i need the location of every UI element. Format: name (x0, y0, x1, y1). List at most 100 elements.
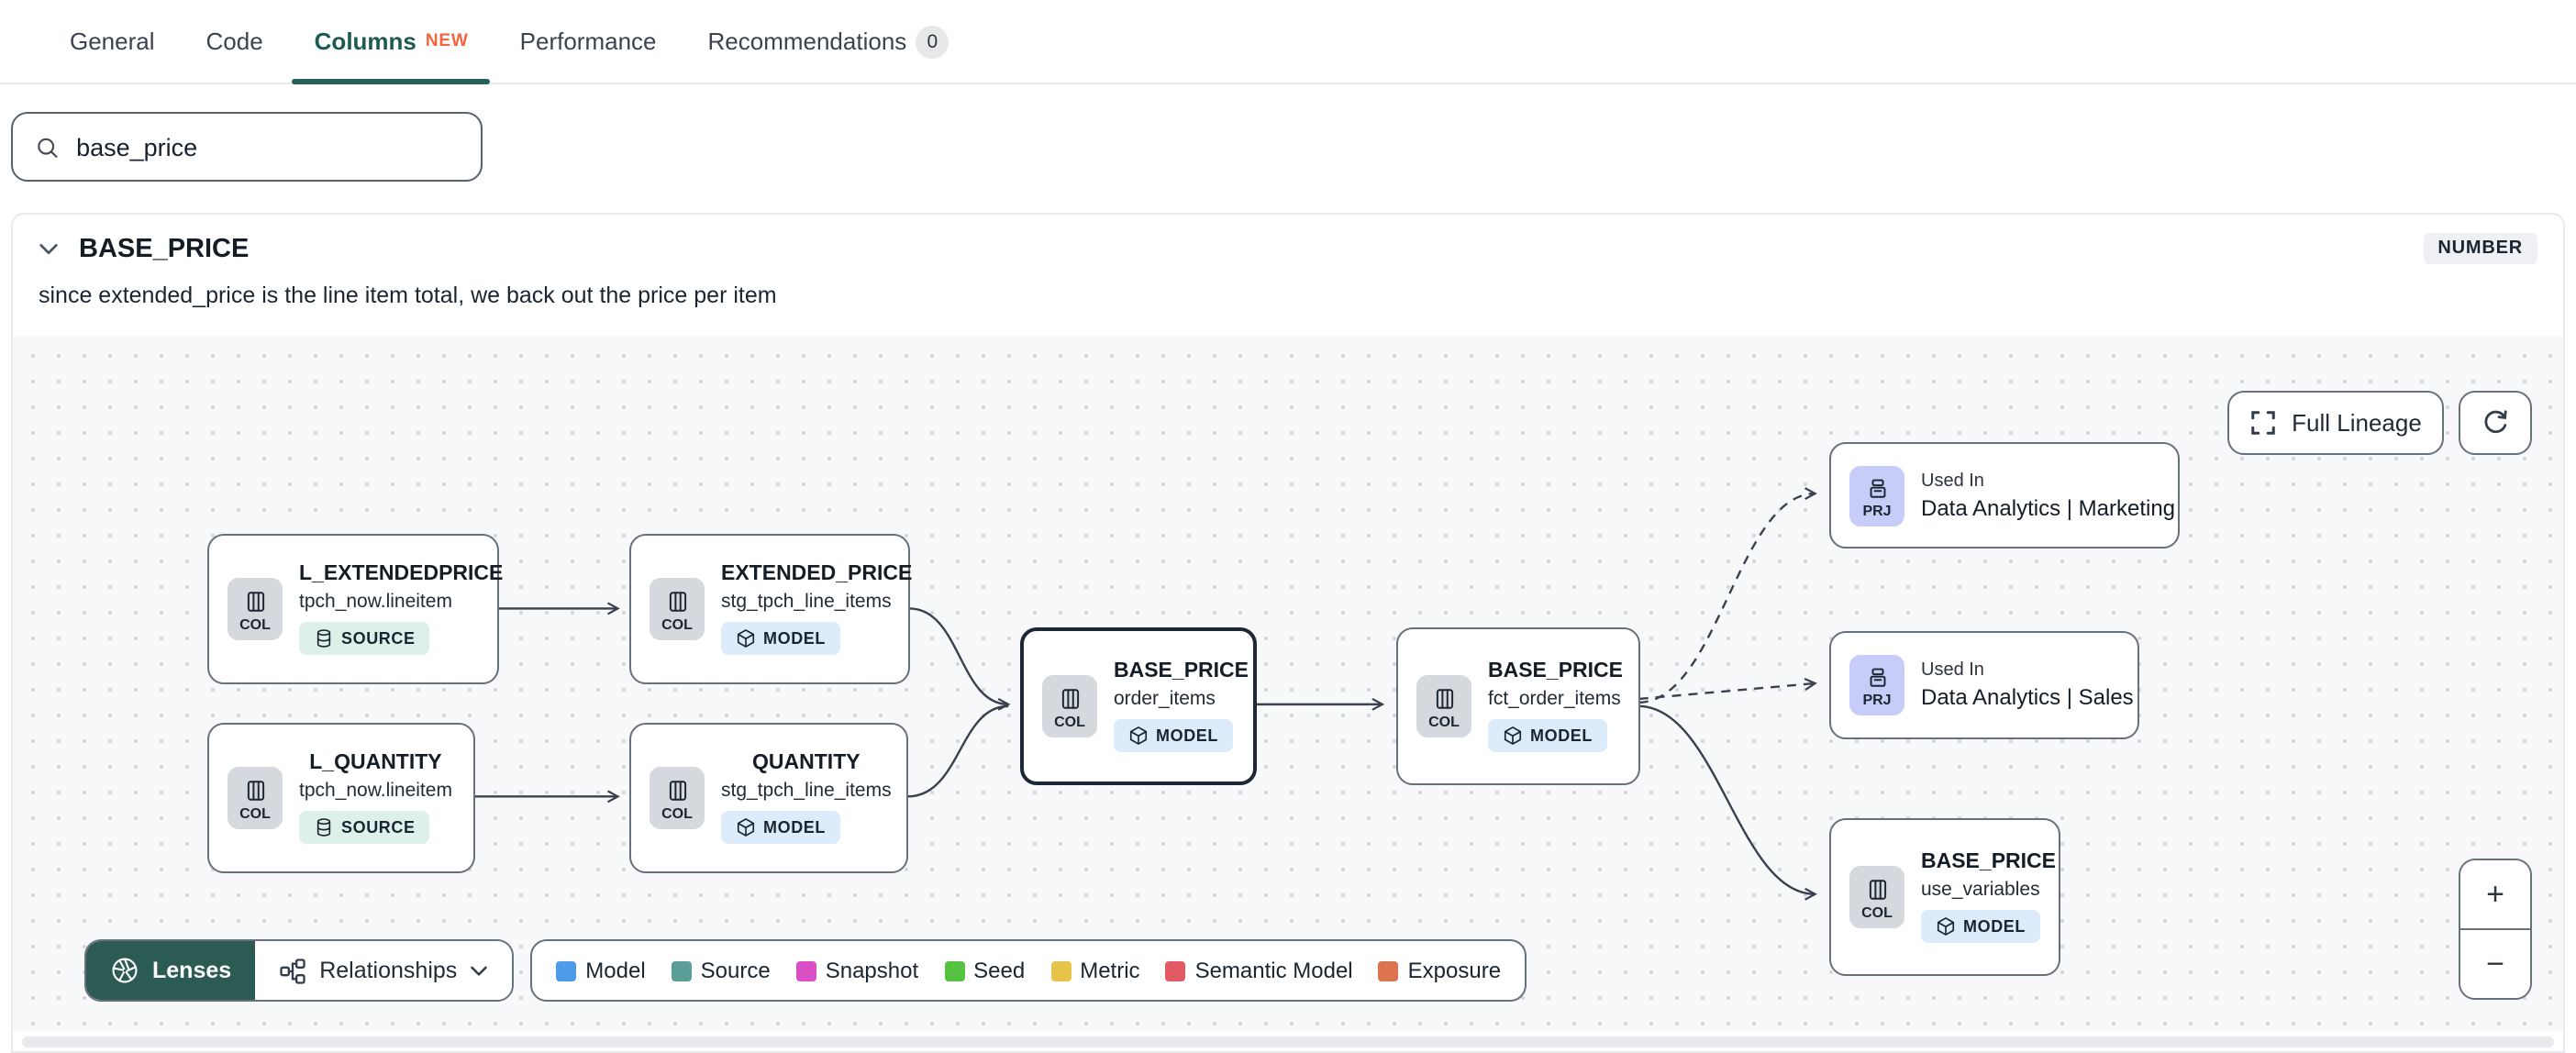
column-kind-badge: COL (650, 578, 705, 640)
legend-item-source: Source (671, 958, 771, 983)
chevron-down-icon (471, 965, 488, 975)
zoom-out-button[interactable]: − (2460, 930, 2530, 998)
legend-swatch (556, 960, 577, 981)
project-icon (1869, 478, 1885, 497)
zoom-in-button[interactable]: + (2460, 860, 2530, 928)
node-subtitle: fct_order_items (1488, 688, 1621, 710)
project-icon (1869, 668, 1885, 687)
lenses-button[interactable]: Lenses (86, 941, 256, 1000)
columns-icon (668, 592, 686, 612)
column-kind-badge: COL (1849, 866, 1904, 928)
node-subtitle: use_variables (1921, 879, 2040, 901)
column-description: since extended_price is the line item to… (39, 283, 777, 308)
horizontal-scrollbar[interactable] (22, 1036, 2554, 1047)
lineage-node-quantity[interactable]: COL QUANTITY stg_tpch_line_items MODEL (629, 723, 908, 873)
lineage-node-extended-price[interactable]: COL EXTENDED_PRICE stg_tpch_line_items M… (629, 534, 913, 684)
tab-columns[interactable]: Columns NEW (289, 0, 494, 84)
lineage-edges (474, 487, 1817, 901)
node-title: Data Analytics | Sales (1921, 684, 2134, 710)
column-kind-badge: COL (228, 767, 283, 829)
columns-icon (246, 781, 264, 801)
search-icon (38, 137, 58, 157)
resource-badge-model: MODEL (721, 811, 840, 844)
column-kind-badge: COL (650, 767, 705, 829)
tab-code[interactable]: Code (205, 28, 263, 55)
legend-item-exposure: Exposure (1378, 958, 1501, 983)
column-kind-badge: COL (228, 578, 283, 640)
lineage-node-l-extendedprice[interactable]: COL L_EXTENDEDPRICE tpch_now.lineitem SO… (207, 534, 503, 684)
legend-swatch (1050, 960, 1071, 981)
lineage-footer: Lenses Relationships Model Source Snapsh… (84, 939, 1527, 1002)
legend-swatch (795, 960, 816, 981)
chevron-down-icon[interactable] (39, 241, 59, 256)
node-subtitle: order_items (1114, 688, 1216, 710)
used-in-caption: Used In (1921, 660, 1984, 681)
node-title: EXTENDED_PRICE (721, 563, 913, 585)
lenses-control: Lenses Relationships (84, 939, 515, 1002)
tab-performance[interactable]: Performance (519, 28, 657, 55)
node-subtitle: tpch_now.lineitem (299, 780, 452, 802)
recommendations-count-badge: 0 (916, 25, 949, 58)
used-in-caption: Used In (1921, 471, 1984, 491)
legend-swatch (1378, 960, 1399, 981)
lineage-node-base-price-fct-order-items[interactable]: COL BASE_PRICE fct_order_items MODEL (1396, 627, 1640, 785)
columns-icon (1435, 689, 1453, 709)
column-type-badge: NUMBER (2423, 233, 2537, 264)
zoom-controls: + − (2459, 859, 2532, 1000)
cube-icon (1504, 726, 1522, 745)
refresh-button[interactable] (2459, 391, 2532, 455)
columns-icon (1060, 689, 1079, 709)
tab-recommendations[interactable]: Recommendations 0 (683, 0, 975, 83)
node-title: BASE_PRICE (1921, 851, 2056, 873)
database-icon (316, 629, 331, 648)
columns-icon (668, 781, 686, 801)
legend-item-snapshot: Snapshot (795, 958, 918, 983)
project-kind-badge: PRJ (1849, 655, 1904, 715)
column-kind-badge: COL (1416, 675, 1471, 737)
database-icon (316, 818, 331, 837)
zoom-divider (2460, 928, 2530, 930)
refresh-icon (2484, 409, 2507, 433)
node-subtitle: tpch_now.lineitem (299, 591, 452, 613)
column-kind-badge: COL (1042, 675, 1097, 737)
lineage-node-used-in-sales[interactable]: PRJ Used In Data Analytics | Sales (1829, 631, 2139, 739)
full-lineage-button[interactable]: Full Lineage (2227, 391, 2444, 455)
resource-badge-model: MODEL (1921, 910, 2040, 943)
relationships-dropdown[interactable]: Relationships (255, 941, 513, 1000)
column-search[interactable] (11, 112, 483, 182)
cube-icon (1129, 726, 1148, 745)
lineage-node-base-price-use-variables[interactable]: COL BASE_PRICE use_variables MODEL (1829, 818, 2060, 976)
relationships-icon (280, 958, 305, 983)
lineage-canvas[interactable]: COL L_EXTENDEDPRICE tpch_now.lineitem SO… (13, 336, 2563, 1031)
resource-badge-source: SOURCE (299, 622, 430, 655)
node-title: L_QUANTITY (309, 752, 442, 774)
lineage-node-used-in-marketing[interactable]: PRJ Used In Data Analytics | Marketing (1829, 442, 2180, 549)
resource-legend: Model Source Snapshot Seed Metric Semant… (530, 939, 1527, 1002)
node-subtitle: stg_tpch_line_items (721, 591, 892, 613)
search-input[interactable] (76, 133, 459, 161)
columns-icon (246, 592, 264, 612)
expand-icon (2251, 411, 2275, 435)
legend-item-metric: Metric (1050, 958, 1140, 983)
search-row (0, 84, 2576, 200)
columns-icon (1868, 880, 1886, 900)
aperture-icon (112, 958, 138, 983)
node-title: BASE_PRICE (1488, 660, 1623, 682)
resource-badge-model: MODEL (1488, 719, 1607, 752)
node-title: Data Analytics | Marketing (1921, 494, 2176, 520)
node-title: BASE_PRICE (1114, 660, 1249, 682)
legend-item-model: Model (556, 958, 646, 983)
legend-swatch (1165, 960, 1186, 981)
tab-general[interactable]: General (70, 28, 155, 55)
lineage-node-l-quantity[interactable]: COL L_QUANTITY tpch_now.lineitem SOURCE (207, 723, 475, 873)
column-panel: BASE_PRICE NUMBER since extended_price i… (11, 213, 2565, 1053)
project-kind-badge: PRJ (1849, 465, 1904, 526)
column-panel-header: BASE_PRICE NUMBER (13, 215, 2563, 272)
lineage-node-base-price-order-items[interactable]: COL BASE_PRICE order_items MODEL (1020, 627, 1257, 785)
legend-item-semantic-model: Semantic Model (1165, 958, 1353, 983)
node-subtitle: stg_tpch_line_items (721, 780, 892, 802)
node-title: QUANTITY (752, 752, 861, 774)
resource-badge-model: MODEL (721, 622, 840, 655)
legend-swatch (671, 960, 692, 981)
